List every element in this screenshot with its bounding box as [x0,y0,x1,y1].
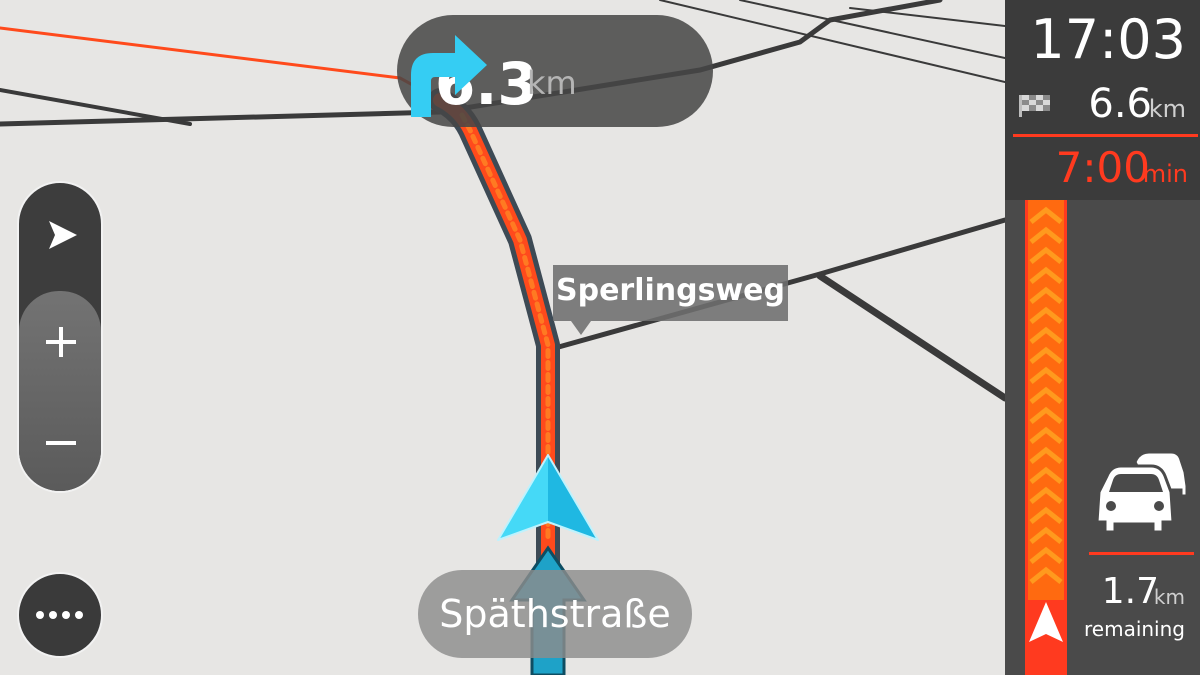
traffic-remaining-label: remaining [1084,617,1185,641]
position-arrow-icon [1029,602,1063,642]
zoom-control [17,181,103,493]
callout-street-name: Sperlingsweg [555,273,785,308]
route-line [0,26,442,102]
traffic-delay-value: 7:00 [1055,143,1150,192]
next-instruction-panel[interactable]: 6.3 km [397,15,713,127]
zoom-out-button[interactable] [19,403,101,483]
traffic-delay-unit: min [1142,160,1188,188]
street-name-callout: Sperlingsweg [553,265,788,335]
road [816,272,1005,402]
destination-distance-value: 6.6 [1088,81,1152,127]
plus-icon [46,327,76,357]
destination-distance-unit: km [1148,95,1186,123]
traffic-jam-cars-icon [1095,450,1189,534]
callout-pointer [571,321,591,335]
zoom-in-button[interactable] [19,301,101,381]
road [0,0,943,127]
zoom-buttons [19,291,101,491]
route-progress-bar [1025,200,1067,675]
clock: 17:03 [1030,8,1186,71]
traffic-remaining-unit: km [1153,585,1185,609]
turn-right-arrow-icon [411,35,487,117]
current-street-panel: Späthstraße [418,570,692,658]
arrow-cursor-icon [49,221,77,249]
minus-icon [46,441,76,445]
road [659,0,1005,83]
road [849,7,1005,27]
main-menu-button[interactable] [17,572,103,658]
traffic-remaining: 1.7 km remaining [1084,571,1191,642]
map-view[interactable]: 6.3 km Sperlingsweg [0,0,1005,675]
route-bar[interactable]: 17:03 6.6 km 7:00 min [1005,0,1200,675]
divider-line [1013,134,1198,137]
current-position-icon [497,454,599,541]
road [739,0,1005,59]
traffic-remaining-value: 1.7 [1101,571,1159,612]
current-street-name: Späthstraße [439,592,671,636]
more-dots-icon [36,611,83,619]
view-mode-button[interactable] [19,183,101,291]
checkered-flag-icon [1019,95,1050,117]
destination-distance: 6.6 km [1005,82,1200,128]
traffic-delay: 7:00 min [1005,143,1200,193]
instruction-distance-unit: km [527,64,577,102]
divider-line [1089,552,1194,555]
